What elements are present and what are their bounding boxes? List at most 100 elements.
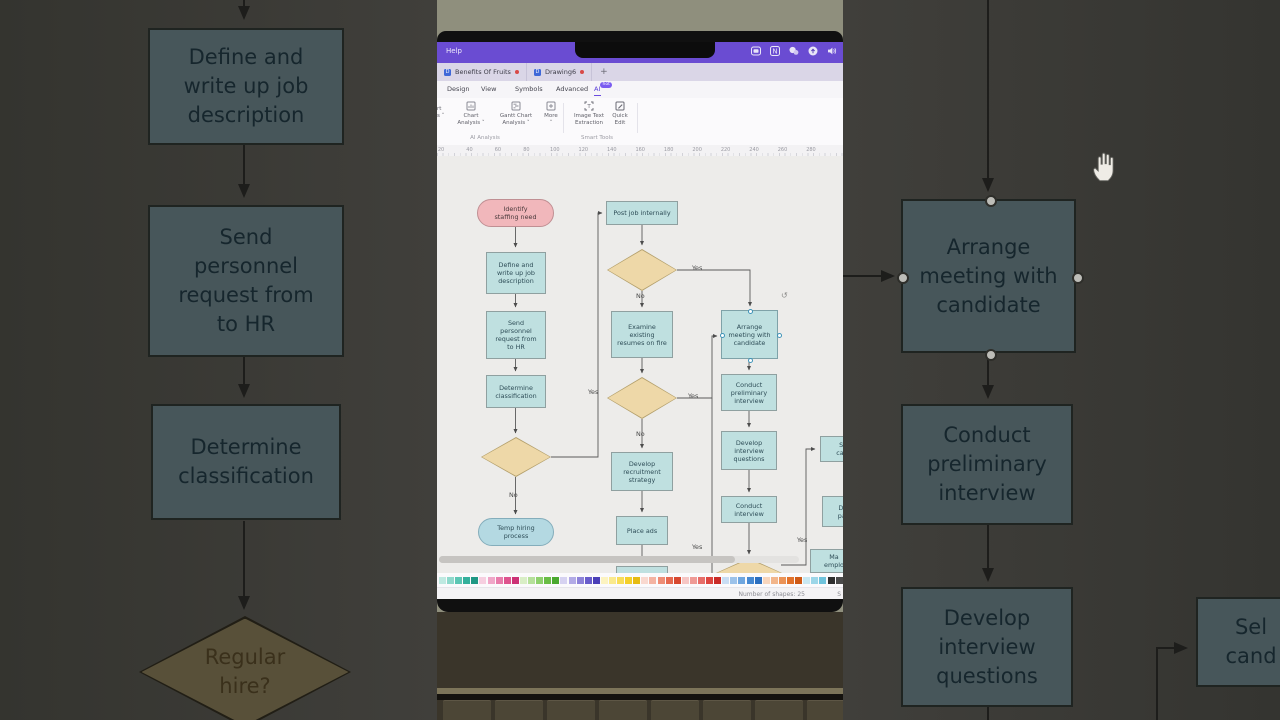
selection-handle[interactable] [748,308,753,314]
palette-swatch[interactable] [592,576,600,584]
palette-swatch[interactable] [770,576,778,584]
palette-swatch[interactable] [754,576,762,584]
menu-ai[interactable]: AI [594,85,602,96]
palette-swatch[interactable] [584,576,592,584]
palette-swatch[interactable] [649,576,657,584]
palette-swatch[interactable] [576,576,584,584]
palette-swatch[interactable] [479,576,487,584]
palette-swatch[interactable] [511,576,519,584]
palette-swatch[interactable] [706,576,714,584]
palette-swatch[interactable] [528,576,536,584]
palette-swatch[interactable] [568,576,576,584]
tab-drawing[interactable]: D Drawing6 [527,63,593,81]
palette-swatch[interactable] [552,576,560,584]
flowchart-node-suitable2[interactable]: Suitablecandidate? [607,377,677,419]
palette-swatch[interactable] [439,576,446,584]
menu-view[interactable]: View [481,85,497,93]
scrollbar-thumb[interactable] [439,556,735,563]
tab-benefits-of-fruits[interactable]: D Benefits Of Fruits [437,63,527,81]
palette-swatch[interactable] [746,576,754,584]
menu-design[interactable]: Design [447,85,470,93]
palette-swatch[interactable] [471,576,479,584]
palette-swatch[interactable] [560,576,568,584]
volume-icon[interactable] [827,46,837,56]
palette-swatch[interactable] [722,576,730,584]
palette-swatch[interactable] [835,576,843,584]
palette-swatch[interactable] [827,576,835,584]
flowchart-node-postjob[interactable]: Post job internally [606,201,678,225]
palette-swatch[interactable] [698,576,705,584]
chat-icon[interactable] [789,46,799,56]
unsaved-dot[interactable] [580,70,585,74]
palette-swatch[interactable] [503,576,511,584]
flowchart-node-cutbox[interactable] [616,566,668,573]
palette-swatch[interactable] [600,576,608,584]
menu-symbols[interactable]: Symbols [515,85,543,93]
flowchart-node-placeads[interactable]: Place ads [616,516,668,545]
screen-icon[interactable] [751,46,761,56]
unsaved-dot[interactable] [514,70,519,74]
palette-swatch[interactable] [787,576,795,584]
flowchart-node-suitable1[interactable]: Suitablecandidate? [607,249,677,291]
help-menu[interactable]: Help [446,47,462,55]
selection-handle [897,272,909,284]
palette-swatch[interactable] [738,576,746,584]
palette-swatch[interactable] [544,576,552,584]
menu-advanced[interactable]: Advanced [556,85,589,93]
flowchart-node-detepay[interactable]: Detepay r [822,496,843,527]
palette-swatch[interactable] [689,576,697,584]
toolbar-button-more[interactable]: More˅ [538,101,564,126]
palette-swatch[interactable] [463,576,471,584]
palette-swatch[interactable] [778,576,786,584]
palette-swatch[interactable] [519,576,527,584]
selection-handle[interactable] [719,333,725,338]
palette-swatch[interactable] [657,576,665,584]
palette-swatch[interactable] [641,576,649,584]
palette-swatch[interactable] [625,576,633,584]
notion-icon[interactable]: N [770,46,780,56]
selection-handle[interactable] [776,333,782,338]
selection-handle[interactable] [748,357,753,363]
palette-swatch[interactable] [714,576,722,584]
palette-swatch[interactable] [487,576,495,584]
palette-swatch[interactable] [665,576,673,584]
cloud-icon[interactable] [808,46,818,56]
palette-swatch[interactable] [617,576,625,584]
palette-swatch[interactable] [803,576,811,584]
palette-swatch[interactable] [673,576,681,584]
palette-swatch[interactable] [536,576,544,584]
horizontal-scrollbar[interactable] [439,556,799,563]
palette-swatch[interactable] [455,576,463,584]
palette-swatch[interactable] [730,576,738,584]
palette-swatch[interactable] [633,576,641,584]
palette-swatch[interactable] [447,576,455,584]
palette-swatch[interactable] [495,576,503,584]
palette-swatch[interactable] [762,576,770,584]
palette-swatch[interactable] [681,576,689,584]
palette-swatch[interactable] [819,576,827,584]
palette-swatch[interactable] [608,576,616,584]
palette-swatch[interactable] [795,576,803,584]
palette-swatch[interactable] [811,576,819,584]
new-tab-button[interactable]: + [600,67,608,77]
